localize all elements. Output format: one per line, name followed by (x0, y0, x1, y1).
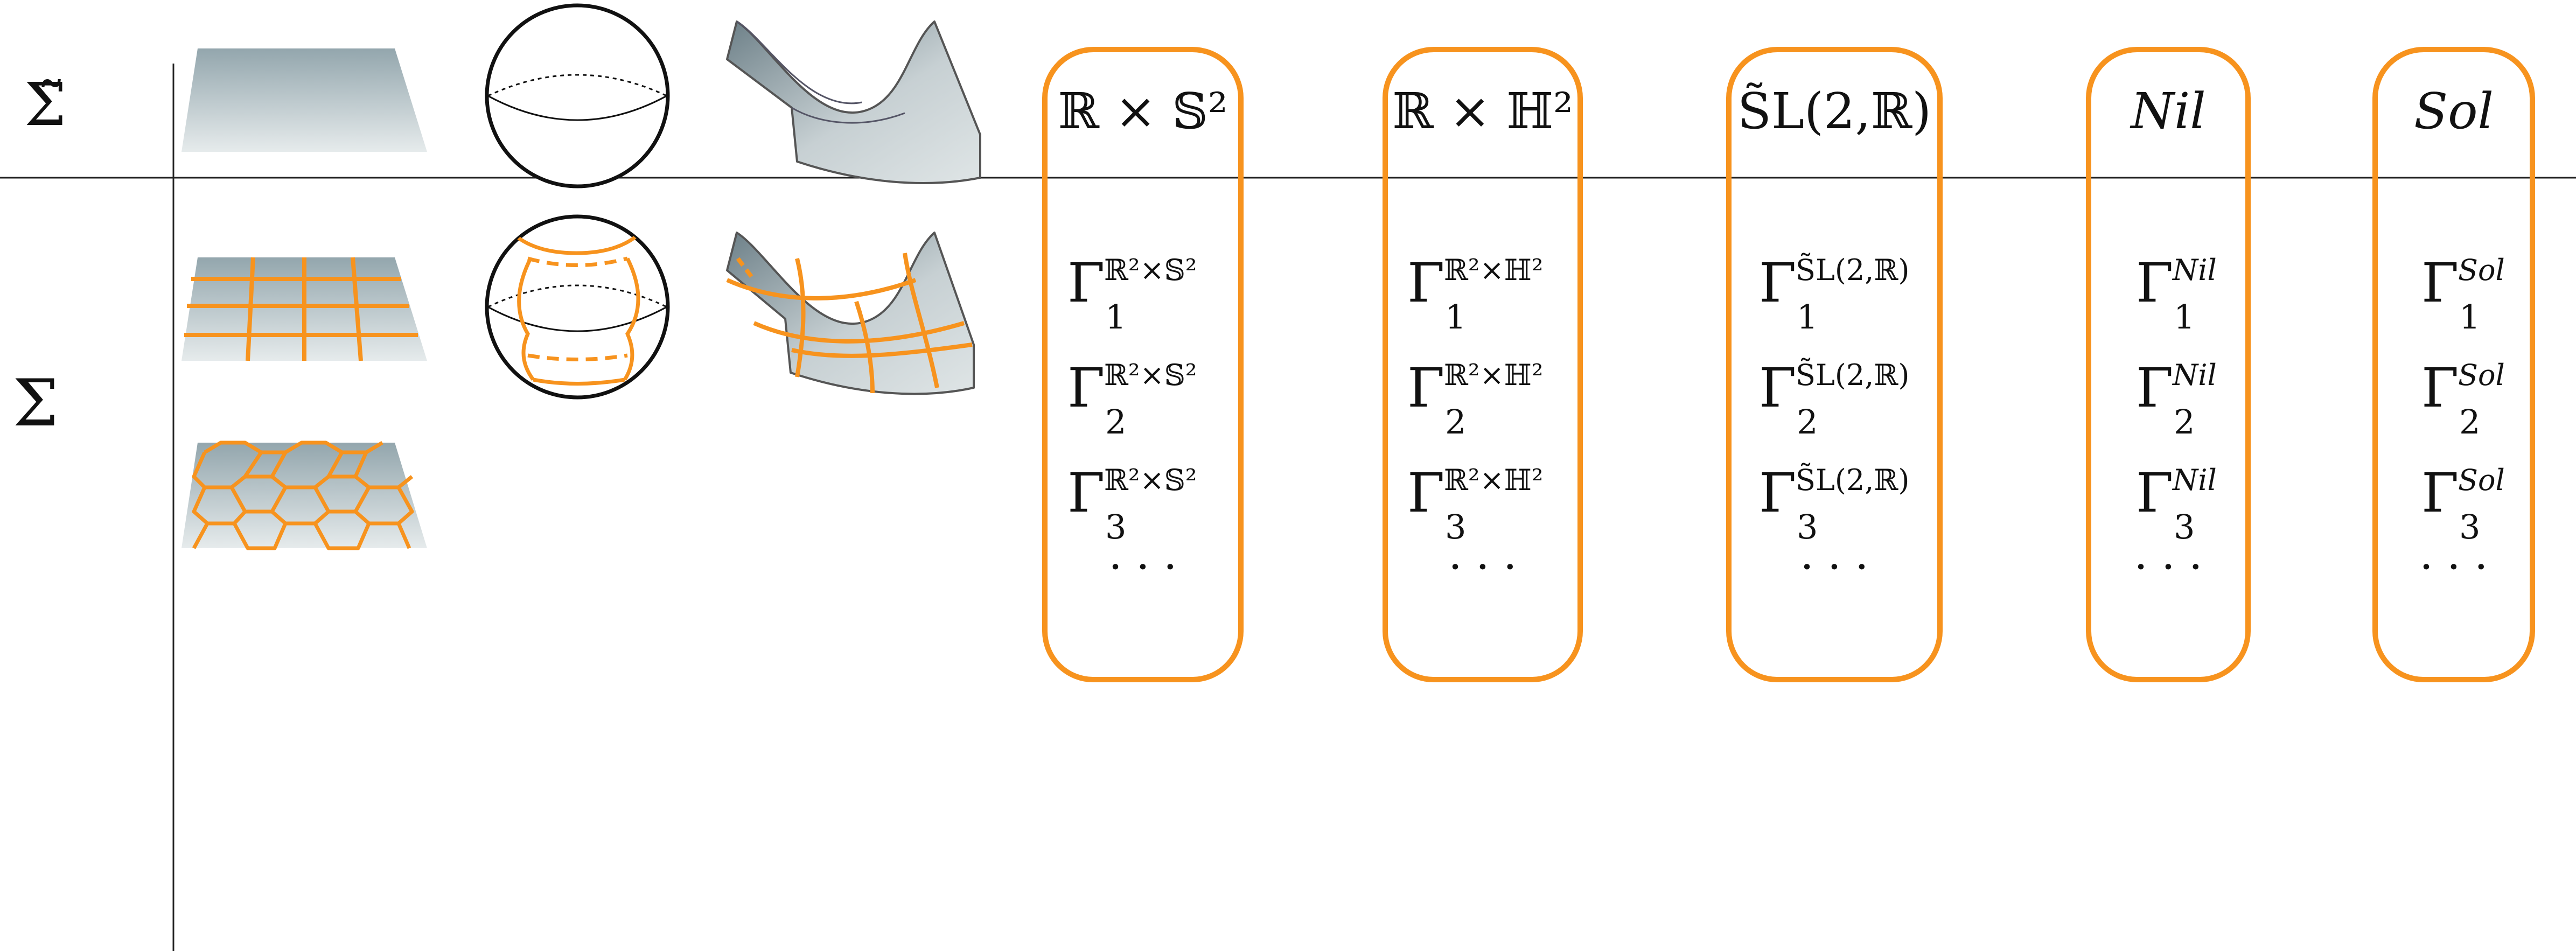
ellipsis: · · · (2134, 542, 2202, 592)
geometry-header: Sol (2414, 82, 2494, 140)
sphere-icon (485, 3, 670, 188)
geometry-column-frame (2372, 47, 2535, 682)
geometry-column: S̃L(2,ℝ) ΓS̃L(2,ℝ)1ΓS̃L(2,ℝ)2ΓS̃L(2,ℝ)3· … (1726, 47, 1943, 682)
row-label-universal-cover: Σ̃ (24, 70, 66, 139)
ellipsis: · · · (1800, 542, 1868, 592)
geometry-header: Nil (2130, 82, 2205, 140)
sphere-tiling-icon (485, 214, 670, 400)
ellipsis: · · · (1448, 542, 1517, 592)
geometry-header: S̃L(2,ℝ) (1737, 82, 1931, 140)
geometry-column-frame (1383, 47, 1583, 682)
group-label: ΓS̃L(2,ℝ)3 (1759, 461, 1909, 547)
geometry-header: ℝ × ℍ² (1392, 82, 1573, 140)
saddle-surface-icon (726, 20, 981, 184)
group-label: ΓS̃L(2,ℝ)1 (1759, 251, 1909, 337)
saddle-tiling-icon (726, 232, 975, 395)
ellipsis: · · · (2419, 542, 2488, 592)
geometry-column-frame (1726, 47, 1943, 682)
group-label: ΓS̃L(2,ℝ)2 (1759, 356, 1909, 442)
flat-plane-icon (181, 48, 427, 152)
geometry-header: ℝ × 𝕊² (1058, 82, 1227, 140)
flat-plane-hex-grid-icon (181, 440, 427, 550)
geometry-column-frame (2086, 47, 2251, 682)
ellipsis: · · · (1108, 542, 1177, 592)
flat-plane-square-grid-icon (181, 257, 427, 361)
row-label-surface: Σ (13, 366, 59, 441)
geometry-column-frame (1042, 47, 1244, 682)
